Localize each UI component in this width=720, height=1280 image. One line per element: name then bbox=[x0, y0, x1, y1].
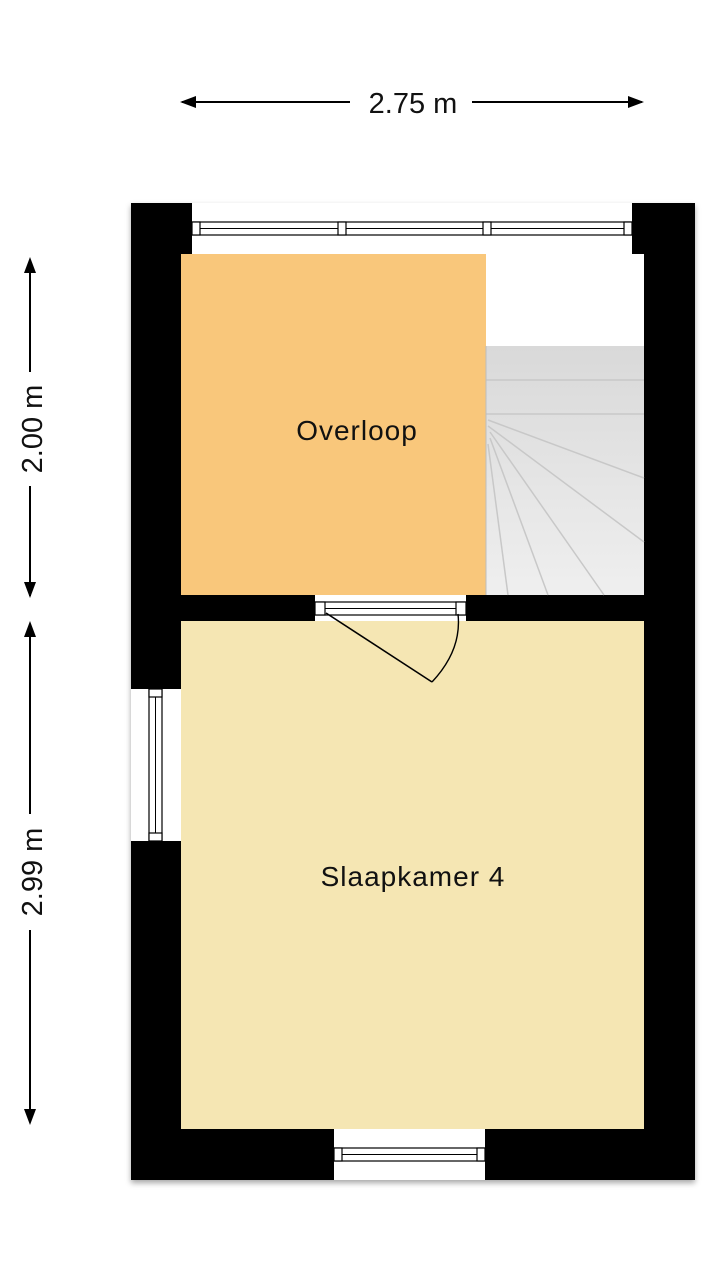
width-dimension: 2.75 m bbox=[180, 88, 644, 120]
lower-height-dimension: 2.99 m bbox=[17, 621, 49, 1125]
arrow-up-icon bbox=[24, 257, 36, 273]
arrow-down-icon bbox=[24, 1109, 36, 1125]
width-label: 2.75 m bbox=[369, 88, 458, 120]
room-label-slaapkamer-4: Slaapkamer 4 bbox=[321, 861, 506, 892]
room-overloop bbox=[181, 254, 486, 595]
room-label-overloop: Overloop bbox=[296, 415, 418, 446]
door-swing-icon bbox=[314, 595, 467, 683]
lower-height-label: 2.99 m bbox=[17, 828, 49, 917]
upper-height-label: 2.00 m bbox=[17, 385, 49, 474]
room-slaapkamer-4 bbox=[181, 621, 644, 1129]
arrow-up-icon bbox=[24, 621, 36, 637]
window-icon bbox=[131, 688, 181, 842]
arrow-down-icon bbox=[24, 582, 36, 598]
stair-icon bbox=[485, 254, 645, 596]
upper-height-dimension: 2.00 m bbox=[17, 257, 49, 598]
window-icon bbox=[191, 203, 633, 254]
arrow-left-icon bbox=[180, 96, 196, 108]
window-icon bbox=[333, 1129, 486, 1180]
arrow-right-icon bbox=[628, 96, 644, 108]
